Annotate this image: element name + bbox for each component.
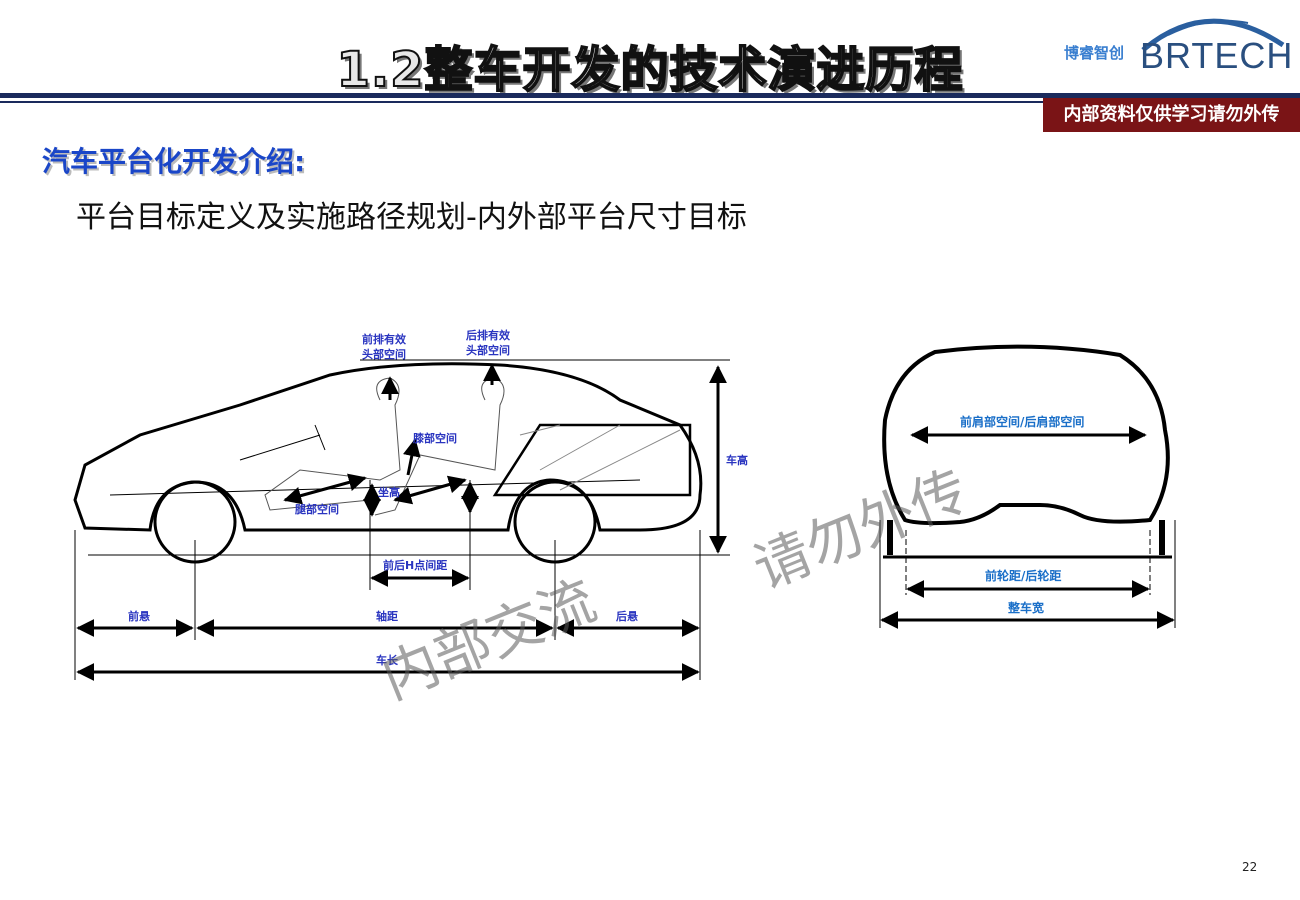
- car-side-outline: [73, 362, 703, 564]
- section-subheading: 平台目标定义及实施路径规划-内外部平台尺寸目标: [76, 200, 747, 235]
- label-rear-head-2: 头部空间: [466, 343, 510, 357]
- label-front-overhang: 前悬: [128, 609, 150, 623]
- section-heading: 汽车平台化开发介绍:: [42, 145, 306, 178]
- label-track: 前轮距/后轮距: [985, 568, 1061, 583]
- label-h-point: 前后H点间距: [383, 558, 447, 572]
- header-rule: [0, 93, 1300, 98]
- label-knee: 膝部空间: [413, 431, 457, 445]
- header-rule-thin: [0, 101, 1300, 103]
- label-rear-head-1: 后排有效: [466, 328, 511, 342]
- brand-name-cn: 博睿智创: [1064, 44, 1125, 62]
- label-leg: 腿部空间: [295, 502, 339, 516]
- label-rear-overhang: 后悬: [616, 609, 638, 623]
- dimension-arrows: [76, 363, 727, 681]
- label-wheelbase: 轴距: [376, 609, 398, 623]
- front-view-diagram: 前肩部空间/后肩部空间 前轮距/后轮距 整车宽: [879, 344, 1176, 629]
- confidential-banner: 内部资料仅供学习请勿外传: [1043, 98, 1300, 132]
- page-number: 22: [1242, 860, 1258, 874]
- label-height: 车高: [726, 453, 748, 467]
- label-seat-height: 坐高: [378, 485, 400, 499]
- brand-logo: BRTECH: [1140, 35, 1294, 76]
- label-shoulder: 前肩部空间/后肩部空间: [960, 414, 1084, 429]
- slide-title: 1.2整车开发的技术演进历程: [335, 41, 964, 99]
- label-width: 整车宽: [1007, 600, 1044, 615]
- brand-logo-arc: [1141, 18, 1285, 52]
- label-front-head-1: 前排有效: [362, 332, 407, 346]
- label-length: 车长: [376, 653, 399, 667]
- label-front-head-2: 头部空间: [362, 347, 406, 361]
